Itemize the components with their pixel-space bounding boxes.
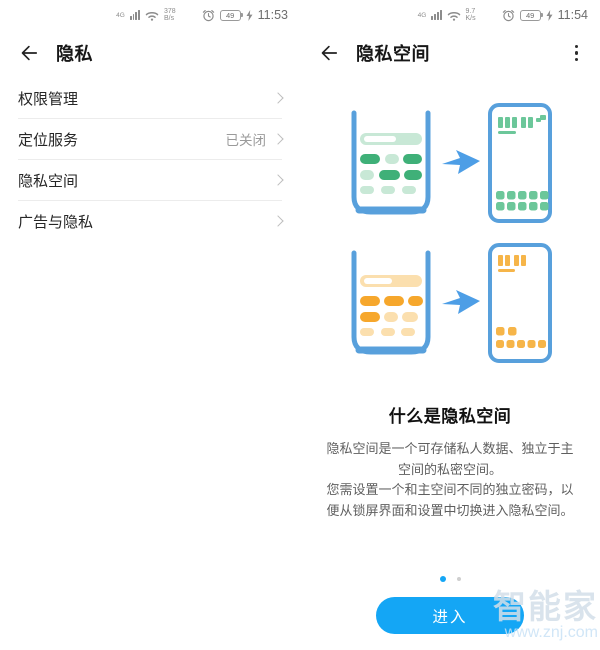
page-header: 隐私 (0, 30, 300, 76)
settings-item-label: 权限管理 (18, 90, 79, 108)
page-indicator (300, 575, 600, 583)
page-title: 隐私空间 (356, 44, 430, 64)
settings-item-label: 定位服务 (18, 131, 79, 149)
network-cluster: 4G 378 B/s (116, 8, 176, 23)
enter-button[interactable]: 进入 (376, 597, 524, 634)
phone-orange-icon (488, 243, 552, 363)
data-container-green-icon (351, 110, 431, 215)
clock-cluster: 49 11:53 (202, 8, 288, 22)
info-line: 空间的私密空间。 (397, 461, 502, 477)
speed-value: 378 (163, 7, 176, 15)
speed-value: 9.7 (465, 7, 476, 15)
transfer-arrow-icon (442, 290, 480, 314)
battery-icon: 49 (519, 9, 543, 21)
network-type-label: 4G (417, 11, 427, 19)
privacy-settings-screen: 4G 378 B/s 49 (0, 0, 300, 241)
phone-green-icon (488, 103, 552, 223)
charging-bolt-icon (546, 9, 553, 21)
page-dot-active (439, 576, 446, 582)
battery-icon: 49 (219, 9, 243, 21)
speed-unit: K/s (465, 15, 476, 22)
overflow-menu-button[interactable] (569, 41, 585, 66)
status-time: 11:53 (257, 8, 288, 22)
chevron-right-icon (272, 215, 284, 227)
battery-level: 49 (525, 10, 535, 20)
settings-item-value: 已关闭 (225, 133, 267, 148)
info-line: 便从锁屏界面和设置中切换进入隐私空间。 (326, 502, 574, 518)
info-line: 您需设置一个和主空间不同的独立密码，以 (326, 482, 574, 497)
list-divider (18, 200, 282, 201)
network-type-label: 4G (116, 11, 125, 19)
speed-unit: B/s (163, 15, 175, 22)
status-bar: 4G 378 B/s 49 (0, 0, 300, 30)
network-cluster: 4G 9.7 K/s (418, 8, 476, 23)
battery-level: 49 (225, 10, 235, 20)
illustration-row-orange (347, 242, 553, 364)
settings-item-location-services[interactable]: 定位服务 已关闭 (0, 119, 300, 159)
charging-bolt-icon (246, 9, 253, 21)
page-title: 隐私 (56, 44, 93, 64)
list-divider (18, 118, 282, 119)
back-arrow-icon (321, 45, 338, 61)
network-speed: 378 B/s (164, 8, 176, 23)
illustration-row-green (347, 102, 553, 224)
chevron-right-icon (272, 174, 284, 186)
private-space-illustration (300, 102, 600, 364)
settings-item-label: 隐私空间 (18, 172, 79, 190)
chevron-right-icon (272, 92, 284, 104)
page-dot-inactive (456, 577, 461, 581)
private-space-screen: 4G 9.7 K/s 49 (300, 0, 600, 650)
alarm-icon (502, 9, 514, 21)
settings-list: 权限管理 定位服务 已关闭 隐私空间 广告与隐私 (0, 78, 300, 241)
wifi-icon (145, 11, 159, 21)
info-heading: 什么是隐私空间 (388, 407, 512, 426)
wifi-icon (447, 11, 460, 21)
info-line: 隐私空间是一个可存储私人数据、独立于主 (326, 441, 574, 456)
settings-item-label: 广告与隐私 (18, 213, 94, 231)
settings-item-private-space[interactable]: 隐私空间 (0, 160, 300, 200)
back-button[interactable] (316, 41, 340, 65)
signal-strength-icon (431, 10, 442, 20)
back-button[interactable] (16, 41, 40, 65)
info-description: 隐私空间是一个可存储私人数据、独立于主 空间的私密空间。 您需设置一个和主空间不… (314, 439, 586, 521)
status-bar: 4G 9.7 K/s 49 (300, 0, 600, 30)
settings-item-permission-management[interactable]: 权限管理 (0, 78, 300, 118)
transfer-arrow-icon (442, 150, 480, 174)
clock-cluster: 49 11:54 (502, 8, 588, 22)
settings-item-ads-and-privacy[interactable]: 广告与隐私 (0, 201, 300, 241)
list-divider (18, 159, 282, 160)
status-time: 11:54 (557, 8, 588, 22)
signal-strength-icon (129, 10, 140, 20)
back-arrow-icon (21, 45, 38, 61)
page-header: 隐私空间 (300, 30, 600, 76)
network-speed: 9.7 K/s (466, 8, 476, 23)
chevron-right-icon (272, 133, 284, 145)
alarm-icon (202, 9, 214, 21)
data-container-orange-icon (351, 250, 431, 355)
